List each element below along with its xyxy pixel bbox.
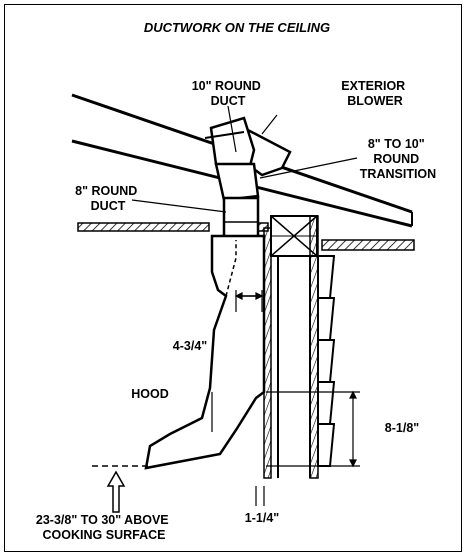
svg-text:10" ROUND DUCT: 10" ROUND DUCT xyxy=(192,79,265,108)
svg-text:8" ROUND DUCT: 8" ROUND DUCT xyxy=(75,184,141,213)
up-arrow-icon xyxy=(106,470,126,513)
exterior-siding xyxy=(317,255,336,467)
offset-dimension xyxy=(234,290,264,312)
svg-text:EXTERIOR BLOWER: EXTERIOR BLOWER xyxy=(341,79,408,108)
labels: 10" ROUND DUCT EXTERIOR BLOWER 8" TO 10"… xyxy=(36,79,436,542)
duct-transition xyxy=(214,162,260,202)
svg-text:8" TO 10" ROUND TR: 8" TO 10" ROUND TRANSITION xyxy=(360,137,436,181)
svg-text:23-3/8" TO 30" ABOVE COO: 23-3/8" TO 30" ABOVE COOKING SURFACE xyxy=(36,513,172,542)
label-transition-line2: ROUND xyxy=(373,152,419,166)
wall-gap-dimension xyxy=(255,486,265,506)
label-wall-gap: 1-1/4" xyxy=(245,511,279,525)
label-mounting-line2: COOKING SURFACE xyxy=(43,528,166,542)
label-10in-duct-line2: DUCT xyxy=(211,94,246,108)
leader-lines xyxy=(131,105,358,432)
label-blower-line2: BLOWER xyxy=(347,94,403,108)
label-10in-duct-line1: 10" ROUND xyxy=(192,79,261,93)
label-8in-duct-line2: DUCT xyxy=(91,199,126,213)
diagram-title: DUCTWORK ON THE CEILING xyxy=(144,20,330,35)
label-offset: 4-3/4" xyxy=(173,339,207,353)
label-hood: HOOD xyxy=(131,387,169,401)
label-transition-line3: TRANSITION xyxy=(360,167,436,181)
round-duct-10in xyxy=(204,116,256,172)
label-cabinet-height: 8-1/8" xyxy=(385,421,419,435)
diagram-frame xyxy=(4,4,462,552)
label-blower-line1: EXTERIOR xyxy=(341,79,405,93)
cabinet-height-dimension xyxy=(266,390,360,468)
label-mounting-line1: 23-3/8" TO 30" ABOVE xyxy=(36,513,169,527)
label-8in-duct-line1: 8" ROUND xyxy=(75,184,137,198)
label-transition-line1: 8" TO 10" xyxy=(368,137,425,151)
